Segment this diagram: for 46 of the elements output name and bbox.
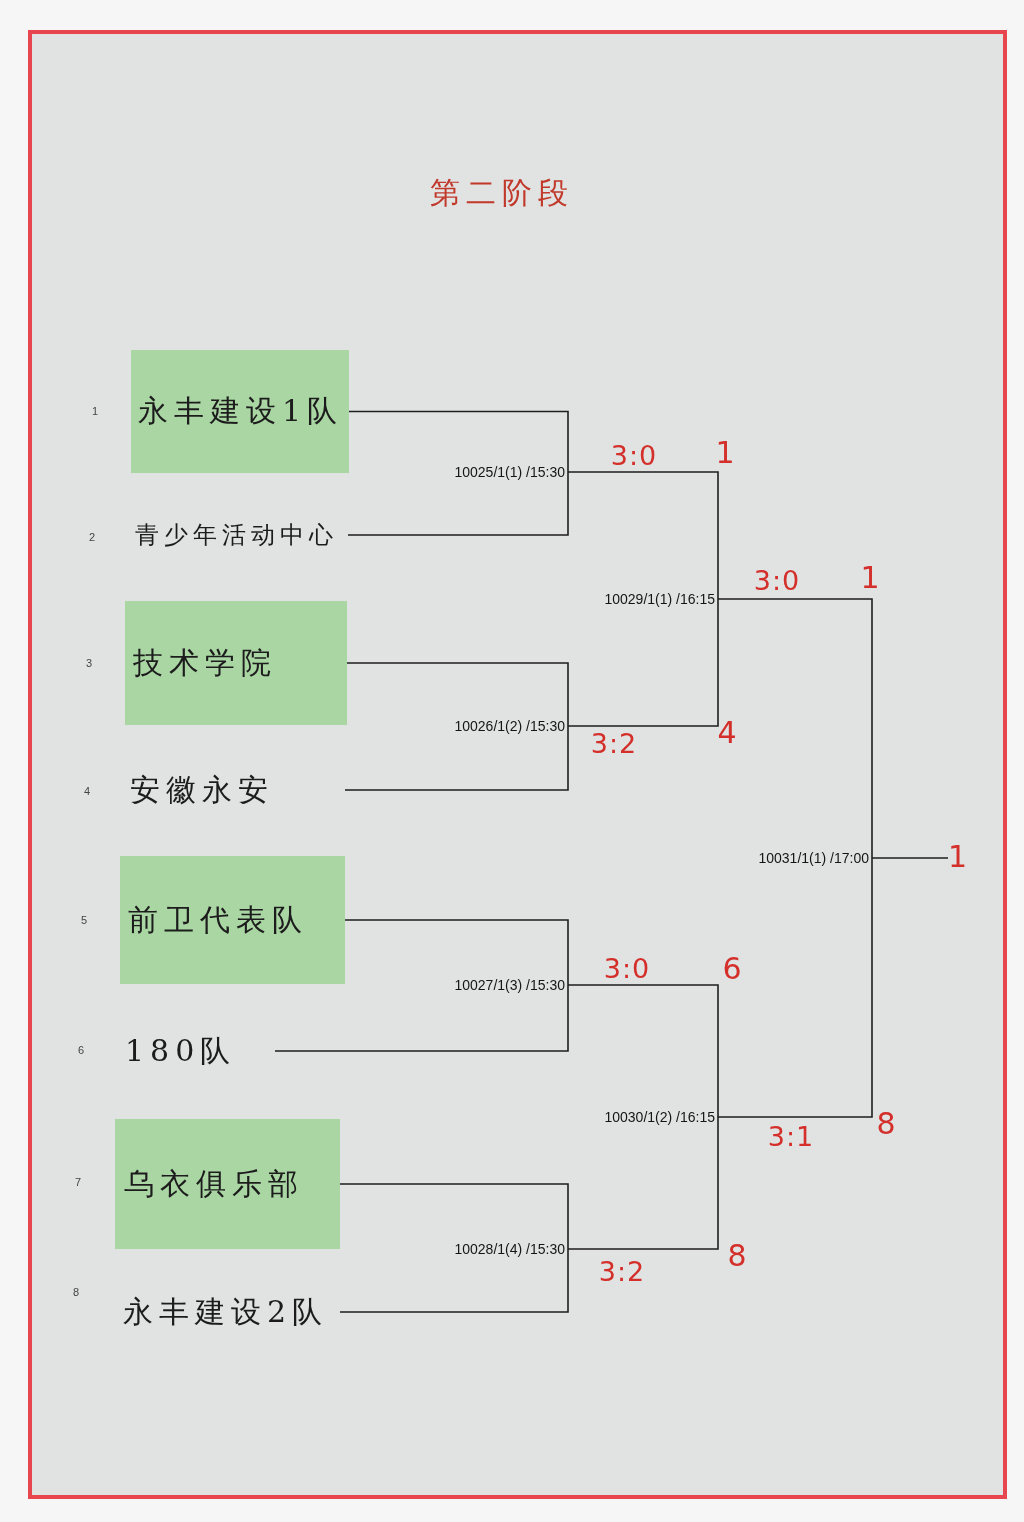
bracket-line (347, 471, 569, 536)
seed-number: 4 (83, 784, 91, 798)
seed-number: 8 (72, 1285, 80, 1299)
match-label: 10026/1(2) /15:30 (454, 717, 568, 735)
team-name: 安徽永安 (130, 772, 345, 808)
bracket-line (717, 857, 873, 1118)
bracket-line (567, 1116, 719, 1250)
seed-number: 7 (74, 1175, 82, 1189)
seed-number: 6 (77, 1043, 85, 1057)
winner-number: 1 (948, 840, 968, 874)
seed-number: 2 (88, 530, 96, 544)
winner-number: 1 (860, 561, 880, 595)
team-name: 青少年活动中心 (135, 520, 348, 550)
bracket-line (274, 984, 569, 1052)
match-label: 10031/1(1) /17:00 (758, 849, 872, 867)
bracket-line (567, 984, 719, 1118)
page-title: 第二阶段 (430, 175, 574, 211)
bracket-line (344, 919, 569, 986)
team-box: 永丰建设1队 (131, 350, 349, 473)
bracket-line (567, 471, 719, 600)
match-label: 10030/1(2) /16:15 (604, 1108, 718, 1126)
winner-number: 1 (715, 436, 735, 470)
seed-number: 3 (85, 656, 93, 670)
bracket-line (567, 598, 719, 727)
match-label: 10028/1(4) /15:30 (454, 1240, 568, 1258)
winner-number: 4 (717, 716, 737, 750)
bracket-line (339, 1248, 569, 1313)
bracket-line (339, 1183, 569, 1250)
bracket-line (346, 662, 569, 727)
winner-number: 8 (727, 1239, 747, 1273)
seed-number: 5 (80, 913, 88, 927)
match-label: 10027/1(3) /15:30 (454, 976, 568, 994)
bracket-line (717, 598, 873, 859)
team-box: 乌衣俱乐部 (115, 1119, 340, 1249)
match-label: 10029/1(1) /16:15 (604, 590, 718, 608)
team-box: 前卫代表队 (120, 856, 345, 984)
bracket-line (348, 410, 569, 473)
match-label: 10025/1(1) /15:30 (454, 463, 568, 481)
winner-number: 8 (876, 1107, 896, 1141)
team-name: 永丰建设2队 (123, 1294, 340, 1330)
winner-number: 6 (722, 952, 742, 986)
team-name: 180队 (125, 1033, 275, 1069)
bracket-line (344, 725, 569, 791)
team-box: 技术学院 (125, 601, 347, 725)
bracket-line (871, 857, 949, 859)
seed-number: 1 (91, 404, 99, 418)
